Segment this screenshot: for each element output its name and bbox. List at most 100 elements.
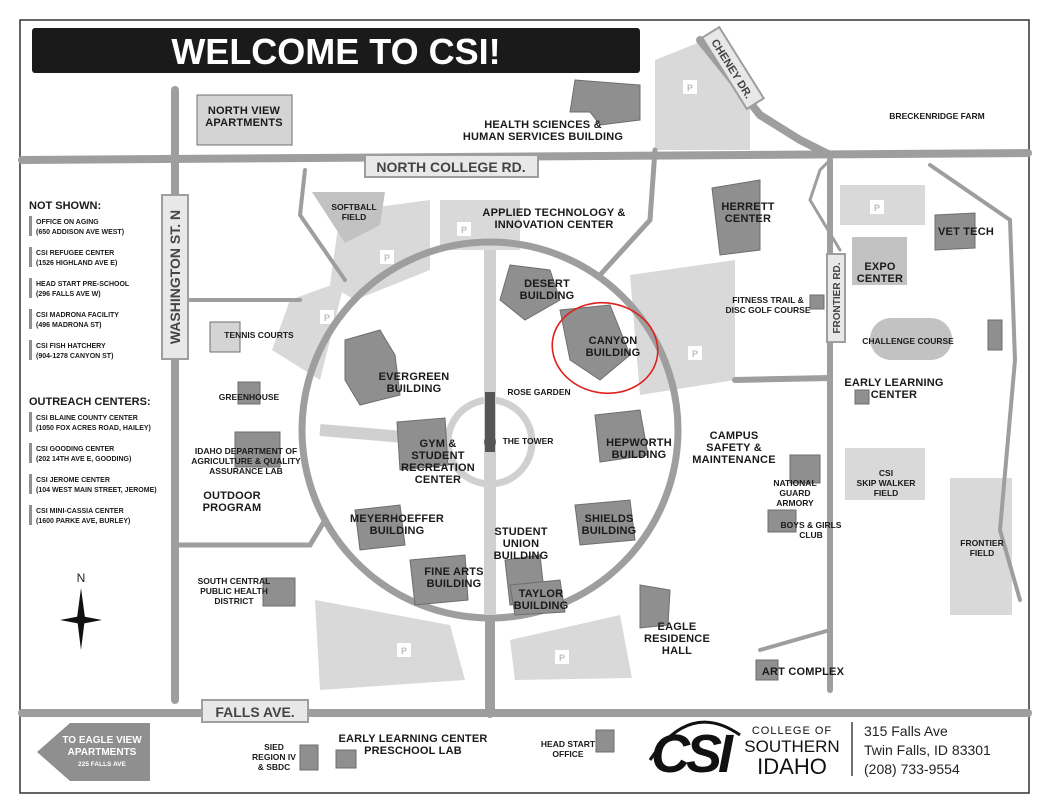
tennis-courts-label: TENNIS COURTS <box>224 330 294 340</box>
parking-lot <box>315 600 465 690</box>
greenhouse-shape <box>237 381 261 405</box>
logo-college-of: COLLEGE OF <box>752 725 832 737</box>
health-sciences-shape <box>569 79 641 126</box>
list-item: CSI REFUGEE CENTER(1526 HIGHLAND AVE E) <box>36 250 117 267</box>
parking-markers: P P P P P P P P <box>320 80 884 664</box>
parking-icon-label: P <box>384 253 390 263</box>
list-item: CSI JEROME CENTER(104 WEST MAIN STREET, … <box>36 477 157 494</box>
parking-icon-label: P <box>559 653 565 663</box>
preschool-lab-shape <box>335 749 357 769</box>
health-sciences-label: HEALTH SCIENCES &HUMAN SERVICES BUILDING <box>463 119 623 143</box>
list-item: CSI MADRONA FACILITY(496 MADRONA ST) <box>36 312 119 329</box>
herrett-center-shape <box>711 179 761 256</box>
logo-southern: SOUTHERN <box>744 737 839 756</box>
list-item: OFFICE ON AGING(650 ADDISON AVE WEST) <box>36 219 124 236</box>
list-item-marker <box>29 505 32 525</box>
boys-girls-club-shape <box>767 509 797 533</box>
the-tower-label: THE TOWER <box>503 436 554 446</box>
outdoor-program-road <box>172 517 328 548</box>
logo-idaho: IDAHO <box>757 754 827 779</box>
tennis-courts-shape <box>209 321 241 353</box>
not-shown-panel: NOT SHOWN: OFFICE ON AGING(650 ADDISON A… <box>29 200 130 360</box>
list-item: CSI MINI-CASSIA CENTER(1600 PARKE AVE, B… <box>36 508 130 525</box>
early-learning-shape <box>854 389 870 405</box>
outreach-list: CSI BLAINE COUNTY CENTER(1050 FOX ACRES … <box>29 412 157 525</box>
parking-icon <box>397 643 411 657</box>
canyon-building-highlight <box>551 301 659 395</box>
outreach-panel: OUTREACH CENTERS: CSI BLAINE COUNTY CENT… <box>29 396 157 525</box>
fitness-trail-marker <box>809 294 825 310</box>
north-college-label: NORTH COLLEGE RD. <box>376 159 525 175</box>
canyon-building-shape <box>559 304 631 381</box>
tower-shaft <box>485 392 495 452</box>
evergreen-building-shape <box>344 329 401 406</box>
parking-icon <box>457 222 471 236</box>
hepworth-building-shape <box>594 409 649 463</box>
rose-garden-label: ROSE GARDEN <box>507 387 570 397</box>
list-item-marker <box>29 216 32 236</box>
softball-field-shape <box>312 192 385 243</box>
head-start-office-shape <box>595 729 615 753</box>
idaho-dept-shape <box>234 431 281 468</box>
list-item-marker <box>29 412 32 432</box>
gym-shape <box>396 417 449 471</box>
breckenridge-farm-label: BRECKENRIDGE FARM <box>889 111 984 121</box>
list-item: CSI GOODING CENTER(202 14TH AVE E, GOODI… <box>36 446 131 463</box>
frontier-label: FRONTIER RD. <box>832 262 843 333</box>
compass-north-label: N <box>77 571 86 585</box>
frontier-sign-bg <box>826 253 846 343</box>
list-item-marker <box>29 247 32 267</box>
title-bar <box>32 28 640 73</box>
list-item-marker <box>29 443 32 463</box>
parking-icon-label: P <box>324 313 330 323</box>
parking-icon <box>683 80 697 94</box>
east-loop <box>928 163 1022 602</box>
desert-building-shape <box>499 264 561 321</box>
parking-icon-label: P <box>461 225 467 235</box>
challenge-course-label: CHALLENGE COURSE <box>862 336 954 346</box>
outreach-title: OUTREACH CENTERS: <box>29 396 151 408</box>
list-item: CSI BLAINE COUNTY CENTER(1050 FOX ACRES … <box>36 415 151 432</box>
frontier-field-shape <box>950 478 1012 615</box>
list-item: CSI FISH HATCHERY(904-1278 CANYON ST) <box>36 343 113 360</box>
north-view-apartments-shape <box>196 94 293 146</box>
compass-needle-horizontal <box>60 616 102 624</box>
not-shown-list: OFFICE ON AGING(650 ADDISON AVE WEST) CSI… <box>29 216 130 360</box>
parking-icon <box>688 346 702 360</box>
compass: N <box>60 571 102 650</box>
parking-icon <box>555 650 569 664</box>
north-college-sign <box>364 154 539 178</box>
eagle-hall-shape <box>639 584 671 629</box>
art-complex-label: ART COMPLEX <box>762 666 845 678</box>
parking-lots <box>272 40 1012 690</box>
csi-logo-swoosh <box>648 720 741 761</box>
greenhouse-label: GREENHOUSE <box>219 392 280 402</box>
art-complex-shape <box>755 659 779 681</box>
east-shed-shape <box>987 319 1003 351</box>
parking-icon <box>380 250 394 264</box>
falls-ave-label: FALLS AVE. <box>215 704 294 720</box>
parking-lot <box>440 200 520 250</box>
not-shown-title: NOT SHOWN: <box>29 200 101 212</box>
frontier-spur <box>808 158 842 252</box>
building-shapes <box>196 79 1003 771</box>
parking-icon-label: P <box>687 83 693 93</box>
